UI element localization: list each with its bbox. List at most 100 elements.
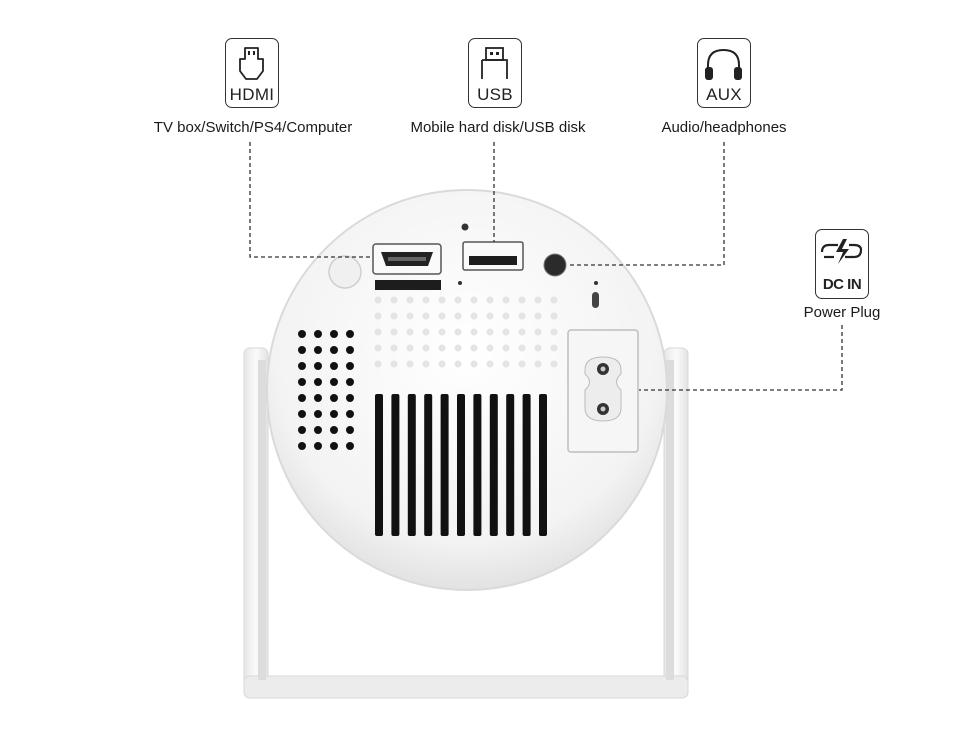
- speaker-dot: [314, 426, 322, 434]
- faint-dot: [518, 328, 526, 336]
- speaker-dot: [314, 394, 322, 402]
- faint-dot: [374, 360, 382, 368]
- faint-dot: [422, 344, 430, 352]
- faint-dot: [534, 296, 542, 304]
- aux-port[interactable]: [543, 253, 567, 277]
- hdmi-port[interactable]: [372, 243, 442, 275]
- faint-dot: [422, 328, 430, 336]
- faint-dot: [470, 344, 478, 352]
- vent-slot: [473, 394, 482, 536]
- hdmi-label: HDMI: [229, 85, 275, 104]
- speaker-dot: [330, 442, 338, 450]
- hdmi-leader: [249, 142, 372, 258]
- faint-dot: [406, 296, 414, 304]
- faint-dot-grid: [374, 296, 558, 368]
- speaker-dot: [298, 410, 306, 418]
- faint-dot: [454, 312, 462, 320]
- headphones-icon: [705, 48, 742, 80]
- speaker-dot: [298, 330, 306, 338]
- faint-dot: [518, 360, 526, 368]
- hdmi-connector-icon: [239, 47, 264, 80]
- indicator-dot-2: [594, 281, 598, 285]
- sensor-hole: [461, 223, 469, 231]
- card-slot[interactable]: [375, 280, 441, 290]
- speaker-dot: [346, 362, 354, 370]
- faint-dot: [470, 360, 478, 368]
- faint-dot: [502, 328, 510, 336]
- aux-label: AUX: [706, 85, 742, 104]
- faint-dot: [470, 328, 478, 336]
- vent-slot: [489, 394, 498, 536]
- faint-dot: [486, 296, 494, 304]
- vent-slot: [539, 394, 547, 536]
- speaker-dot: [346, 330, 354, 338]
- speaker-dot: [346, 426, 354, 434]
- hdmi-badge: HDMI: [225, 38, 279, 108]
- faint-dot: [470, 312, 478, 320]
- power-leader: [639, 325, 843, 391]
- faint-dot: [550, 296, 558, 304]
- faint-dot: [518, 296, 526, 304]
- aux-caption: Audio/headphones: [661, 119, 787, 136]
- speaker-dot: [330, 378, 338, 386]
- faint-dot: [438, 360, 446, 368]
- dcin-label: DC IN: [822, 276, 862, 293]
- speaker-grille: [298, 330, 354, 450]
- power-lightning-icon: [820, 239, 863, 264]
- faint-dot: [390, 344, 398, 352]
- faint-dot: [486, 312, 494, 320]
- usb-port[interactable]: [462, 241, 524, 271]
- faint-dot: [518, 344, 526, 352]
- faint-dot: [534, 312, 542, 320]
- aux-leader: [567, 142, 725, 266]
- speaker-dot: [298, 426, 306, 434]
- speaker-dot: [330, 410, 338, 418]
- faint-dot: [406, 328, 414, 336]
- faint-dot: [438, 344, 446, 352]
- hdmi-caption: TV box/Switch/PS4/Computer: [153, 119, 353, 136]
- faint-dot: [438, 312, 446, 320]
- faint-dot: [502, 360, 510, 368]
- speaker-dot: [298, 362, 306, 370]
- vent-slot: [424, 394, 433, 536]
- faint-dot: [390, 312, 398, 320]
- faint-dot: [550, 344, 558, 352]
- faint-dot: [422, 360, 430, 368]
- speaker-dot: [314, 362, 322, 370]
- speaker-dot: [298, 442, 306, 450]
- faint-dot: [374, 312, 382, 320]
- faint-dot: [454, 328, 462, 336]
- speaker-dot: [346, 346, 354, 354]
- speaker-dot: [330, 426, 338, 434]
- usb-connector-icon: [481, 47, 508, 79]
- power-socket[interactable]: [567, 329, 639, 453]
- power-button[interactable]: [328, 255, 362, 289]
- faint-dot: [454, 360, 462, 368]
- faint-dot: [534, 360, 542, 368]
- speaker-dot: [298, 346, 306, 354]
- faint-dot: [422, 296, 430, 304]
- indicator-dot: [458, 281, 462, 285]
- faint-dot: [534, 344, 542, 352]
- dcin-caption: Power Plug: [803, 304, 881, 321]
- speaker-dot: [346, 410, 354, 418]
- faint-dot: [486, 360, 494, 368]
- faint-dot: [390, 296, 398, 304]
- speaker-dot: [314, 442, 322, 450]
- faint-dot: [406, 360, 414, 368]
- speaker-dot: [330, 362, 338, 370]
- usb-caption: Mobile hard disk/USB disk: [410, 119, 586, 136]
- speaker-dot: [298, 378, 306, 386]
- speaker-dot: [346, 378, 354, 386]
- vent-slot: [457, 394, 465, 536]
- faint-dot: [406, 344, 414, 352]
- faint-dot: [550, 312, 558, 320]
- speaker-dot: [314, 330, 322, 338]
- faint-dot: [486, 328, 494, 336]
- speaker-dot: [330, 394, 338, 402]
- speaker-dot: [346, 442, 354, 450]
- faint-dot: [502, 344, 510, 352]
- usb-badge: USB: [468, 38, 522, 108]
- faint-dot: [454, 296, 462, 304]
- usb-label: USB: [477, 85, 513, 104]
